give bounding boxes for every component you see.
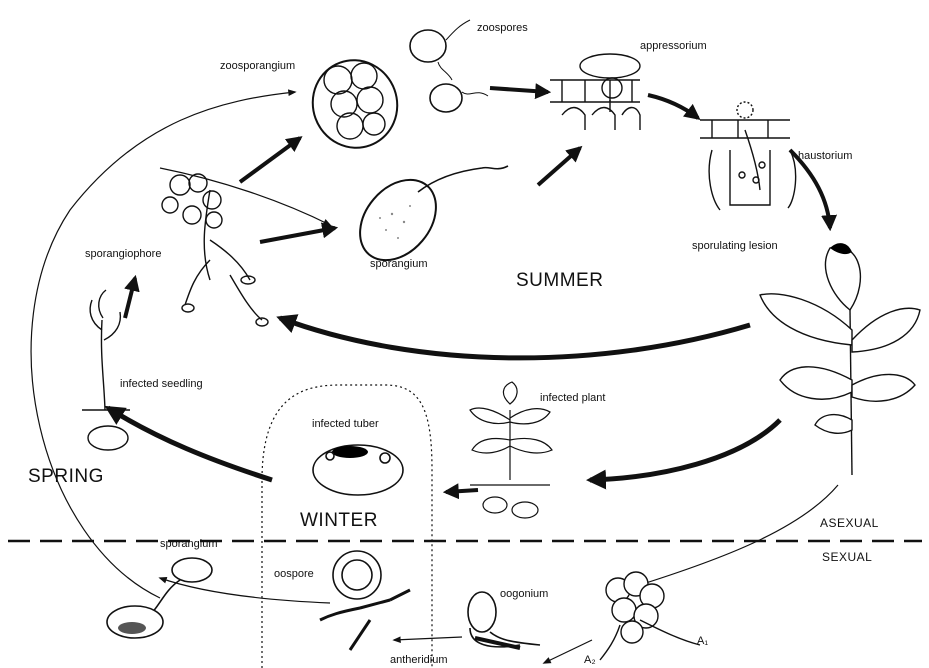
potato-leaf-illustration: [760, 243, 920, 475]
season-spring: SPRING: [28, 466, 104, 488]
arrow-winter-to-seedling: [108, 408, 272, 480]
zoosporangium-illustration: [300, 48, 409, 159]
arrow-lesion-to-oogonium-cluster: [630, 485, 838, 588]
arrow-appressorium-to-haustorium: [648, 95, 698, 118]
infected-seedling-illustration: [82, 290, 130, 450]
label-sporangium-top: sporangium: [370, 258, 427, 270]
haustorium-illustration: [700, 102, 796, 210]
season-winter: WINTER: [300, 510, 378, 532]
label-oogonium: oogonium: [500, 588, 548, 600]
label-sporangiophore: sporangiophore: [85, 248, 161, 260]
label-a2: A₂: [584, 654, 596, 666]
arrow-plant-to-winter: [446, 490, 478, 492]
label-antheridium: antheridium: [390, 654, 447, 666]
label-haustorium: haustorium: [798, 150, 852, 162]
infected-tuber-illustration: [313, 445, 403, 495]
label-infected-plant: infected plant: [540, 392, 605, 404]
label-zoosporangium: zoosporangium: [220, 60, 295, 72]
label-a1: A₁: [697, 635, 708, 647]
appressorium-illustration: [550, 54, 640, 130]
label-oospore: oospore: [274, 568, 314, 580]
label-appressorium: appressorium: [640, 40, 707, 52]
oogonium-illustration: [468, 592, 540, 648]
season-summer: SUMMER: [516, 270, 603, 292]
label-sporangium-bottom: sporangium: [160, 538, 217, 550]
gametangia-cluster-illustration: [600, 572, 700, 660]
arrow-lesion-to-sporangiophore: [280, 318, 750, 358]
arrow-sporangiophore-to-zoosporangium: [240, 138, 300, 182]
label-infected-seedling: infected seedling: [120, 378, 203, 390]
phase-sexual: SEXUAL: [822, 550, 872, 564]
arrow-plant-to-tuber: [590, 420, 780, 480]
outer-cycle-arc: [31, 92, 295, 598]
arrow-zoospores-to-appressorium: [490, 88, 548, 92]
arrow-seedling-to-sporangiophore: [125, 278, 135, 318]
label-zoospores: zoospores: [477, 22, 528, 34]
oospore-illustration: [320, 551, 410, 650]
phase-asexual: ASEXUAL: [820, 516, 879, 530]
arrow-sporangiophore-to-sporangium: [260, 228, 335, 242]
label-sporulating-lesion: sporulating lesion: [692, 240, 778, 252]
label-infected-tuber: infected tuber: [312, 418, 379, 430]
arrow-sporangium-to-appressorium: [538, 148, 580, 185]
sporangiophore-illustration: [162, 174, 268, 326]
arrow-oogonium-to-oospore: [394, 637, 462, 640]
